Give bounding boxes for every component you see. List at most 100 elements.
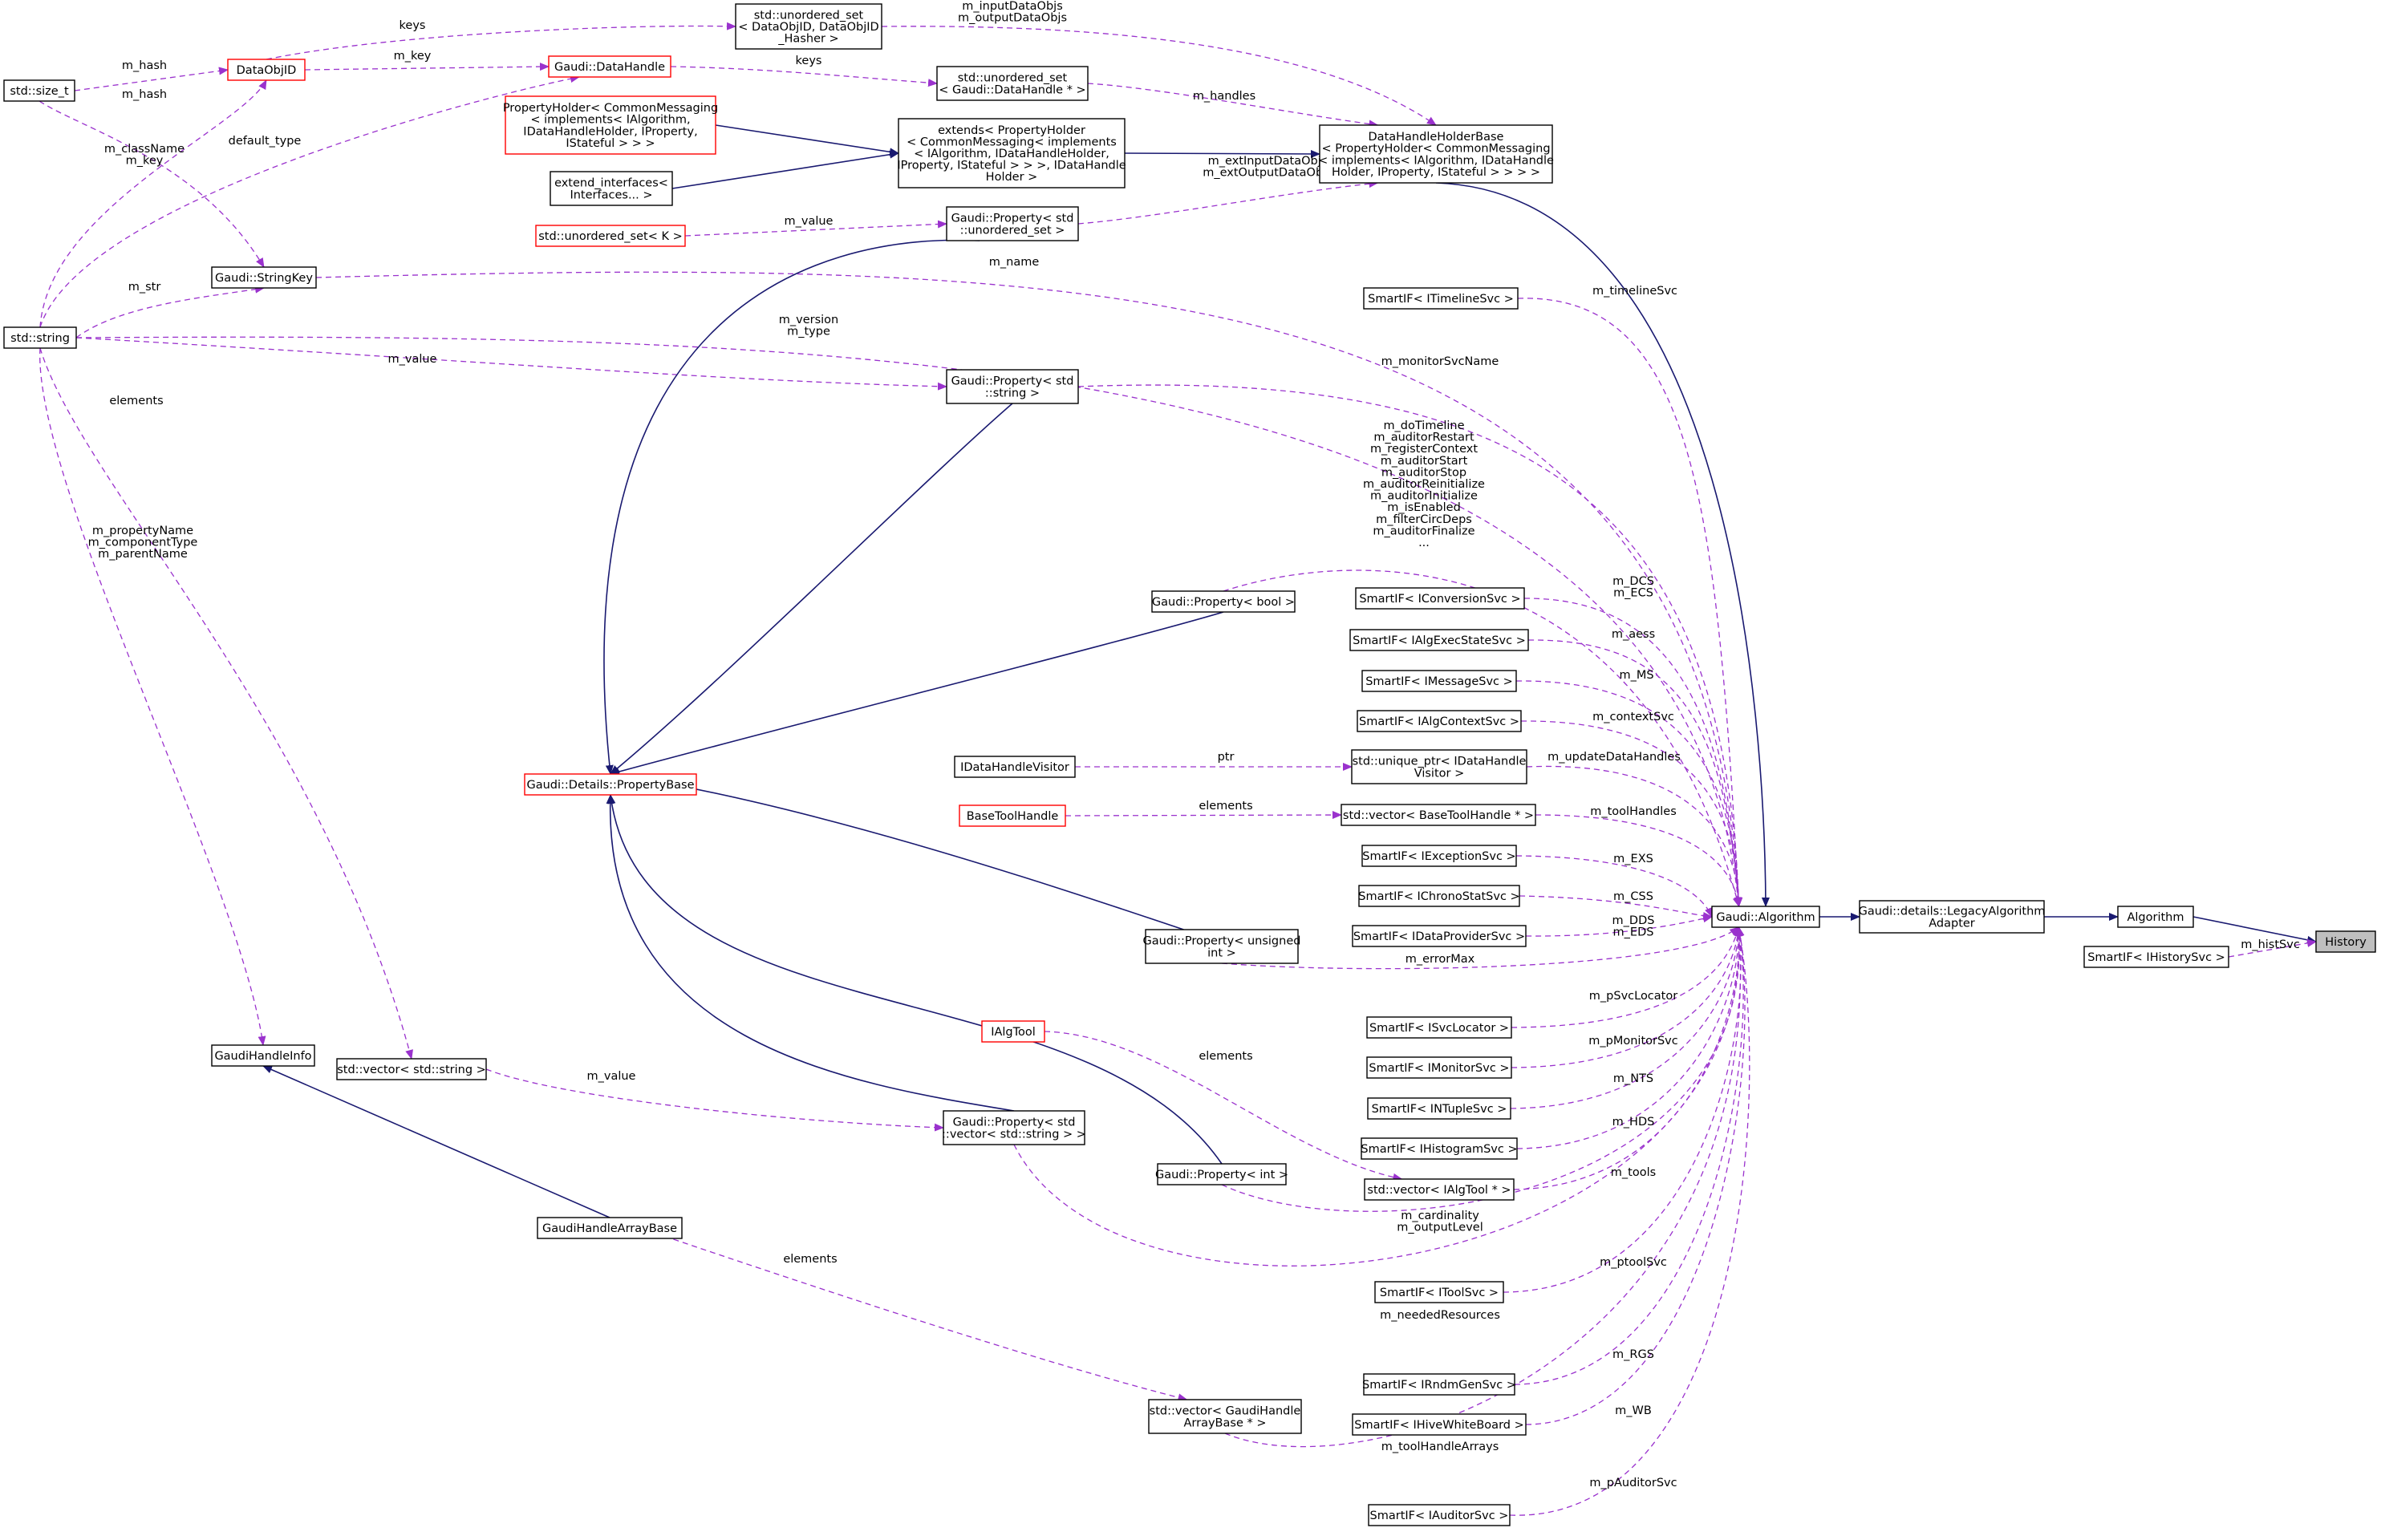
class-node-stringkey[interactable]: Gaudi::StringKey: [211, 266, 317, 289]
class-node-si_msg[interactable]: SmartIF< IMessageSvc >: [1361, 670, 1517, 692]
class-node-si_chrono[interactable]: SmartIF< IChronoStatSvc >: [1358, 885, 1520, 907]
class-node-size_t[interactable]: std::size_t: [3, 79, 75, 102]
class-node-si_dp[interactable]: SmartIF< IDataProviderSvc >: [1352, 925, 1527, 947]
class-node-vec_string[interactable]: std::vector< std::string >: [336, 1058, 487, 1080]
class-node-idhvisitor[interactable]: IDataHandleVisitor: [954, 756, 1076, 778]
node-label-line: Algorithm: [2127, 911, 2184, 924]
node-label: Gaudi::DataHandle: [554, 61, 665, 74]
node-label-line: SmartIF< ITimelineSvc >: [1368, 293, 1514, 306]
class-node-algorithm[interactable]: Algorithm: [2117, 906, 2194, 928]
edge-label-line: m_value: [388, 353, 437, 366]
class-node-prop_string[interactable]: Gaudi::Property< std::string >: [946, 369, 1079, 404]
class-node-si_aes[interactable]: SmartIF< IAlgExecStateSvc >: [1349, 629, 1529, 651]
class-node-extiface[interactable]: extend_interfaces<Interfaces... >: [550, 171, 673, 206]
node-label: Gaudi::Property< int >: [1155, 1169, 1288, 1181]
edge-size_t-to-stringkey: [39, 100, 265, 268]
node-label-line: std::vector< BaseToolHandle * >: [1343, 809, 1534, 822]
node-label-line: std::string: [10, 332, 70, 345]
class-node-dataobjid[interactable]: DataObjID: [227, 59, 306, 81]
class-node-si_mon[interactable]: SmartIF< IMonitorSvc >: [1366, 1056, 1512, 1079]
edge-label: m_MS: [1619, 669, 1653, 682]
node-label-line: SmartIF< IRndmGenSvc >: [1362, 1379, 1516, 1392]
class-node-vec_ialgtool[interactable]: std::vector< IAlgTool * >: [1364, 1178, 1515, 1201]
node-label-line: Gaudi::Property< bool >: [1152, 596, 1295, 609]
edge-prop_int-to-gaudialg: [1221, 926, 1744, 1212]
edge-si_chrono-to-gaudialg: [1519, 895, 1713, 921]
class-node-prop_uset[interactable]: Gaudi::Property< std::unordered_set >: [946, 206, 1079, 241]
node-label: SmartIF< IHistogramSvc >: [1361, 1143, 1517, 1156]
edge-label: m_aess: [1612, 628, 1655, 641]
class-node-si_histo[interactable]: SmartIF< IHistogramSvc >: [1361, 1137, 1518, 1160]
class-node-prop_int[interactable]: Gaudi::Property< int >: [1155, 1163, 1288, 1185]
edge-si_mon-to-gaudialg: [1511, 926, 1742, 1068]
class-node-si_ctx[interactable]: SmartIF< IAlgContextSvc >: [1357, 710, 1522, 732]
class-node-history[interactable]: History: [2315, 930, 2376, 953]
node-label: Gaudi::Details::PropertyBase: [526, 779, 694, 792]
class-node-std_string[interactable]: std::string: [3, 326, 77, 349]
class-node-uset_dh[interactable]: std::unordered_set< Gaudi::DataHandle * …: [936, 66, 1089, 101]
edge-label-line: m_isEnabled: [1387, 501, 1461, 514]
edge-label-line: m_contextSvc: [1592, 711, 1674, 723]
class-node-gaudialg[interactable]: Gaudi::Algorithm: [1711, 906, 1820, 928]
class-node-vec_bth[interactable]: std::vector< BaseToolHandle * >: [1341, 804, 1536, 826]
node-box: [936, 66, 1089, 101]
class-node-prop_bool[interactable]: Gaudi::Property< bool >: [1151, 590, 1296, 613]
edge-si_dp-to-gaudialg: [1525, 914, 1713, 937]
class-node-uset_k[interactable]: std::unordered_set< K >: [535, 225, 686, 247]
edge-label-line: m_hash: [122, 88, 167, 101]
node-label: Algorithm: [2127, 911, 2184, 924]
node-label-line: Holder >: [986, 171, 1038, 184]
node-box: [548, 55, 671, 78]
class-node-dhholder[interactable]: DataHandleHolderBase< PropertyHolder< Co…: [1318, 124, 1554, 184]
class-node-si_hwb[interactable]: SmartIF< IHiveWhiteBoard >: [1352, 1413, 1527, 1436]
class-node-si_tool[interactable]: SmartIF< IToolSvc >: [1374, 1281, 1504, 1303]
class-node-si_rndm[interactable]: SmartIF< IRndmGenSvc >: [1362, 1373, 1516, 1396]
class-node-si_svcloc[interactable]: SmartIF< ISvcLocator >: [1366, 1016, 1512, 1039]
class-node-si_exc[interactable]: SmartIF< IExceptionSvc >: [1361, 845, 1517, 867]
class-node-ghab[interactable]: GaudiHandleArrayBase: [537, 1217, 683, 1239]
class-node-extends[interactable]: extends< PropertyHolder< CommonMessaging…: [897, 118, 1126, 188]
edge-label-line: m_cardinality: [1401, 1210, 1479, 1222]
class-node-si_ntuple[interactable]: SmartIF< INTupleSvc >: [1367, 1097, 1511, 1120]
node-label-line: IProperty, IStateful > > >, IDataHandle: [897, 160, 1126, 172]
class-node-basetoolhandle[interactable]: BaseToolHandle: [959, 804, 1066, 827]
edge-label-line: m_histSvc: [2241, 938, 2300, 951]
class-node-gaudihandleinfo[interactable]: GaudiHandleInfo: [211, 1044, 315, 1067]
edge-extends-to-dhholder: [1124, 149, 1320, 158]
class-node-ialgtool[interactable]: IAlgTool: [981, 1020, 1045, 1043]
edge-extiface-to-extends: [671, 150, 899, 189]
node-box: [550, 171, 673, 206]
node-box: [1859, 900, 2045, 934]
edge-label-line: keys: [400, 19, 426, 32]
node-label: SmartIF< IConversionSvc >: [1359, 593, 1520, 606]
edge-label-line: m_doTimeline: [1383, 419, 1464, 432]
edge-std_string-to-gaudialg: [75, 336, 1742, 907]
edge-label: m_timelineSvc: [1592, 285, 1677, 298]
edge-label-line: m_ECS: [1613, 587, 1653, 600]
class-node-si_timeline[interactable]: SmartIF< ITimelineSvc >: [1363, 287, 1519, 310]
node-label: extends< PropertyHolder< CommonMessaging…: [897, 124, 1126, 184]
node-box: [1361, 670, 1517, 692]
edge-si_exc-to-gaudialg: [1515, 855, 1713, 918]
node-label-line: Gaudi::Property< int >: [1155, 1169, 1288, 1181]
node-label: std::vector< BaseToolHandle * >: [1343, 809, 1534, 822]
node-label: std::unordered_set< Gaudi::DataHandle * …: [939, 72, 1085, 97]
edge-label: m_value: [587, 1070, 636, 1083]
edge-label-line: m_auditorRestart: [1373, 432, 1474, 444]
edge-label: m_contextSvc: [1592, 711, 1674, 723]
class-node-uset_hasher[interactable]: std::unordered_set< DataObjID, DataObjID…: [735, 3, 882, 50]
class-node-prop_vecstr[interactable]: Gaudi::Property< std::vector< std::strin…: [942, 1110, 1086, 1145]
class-node-gaudi_dh[interactable]: Gaudi::DataHandle: [548, 55, 671, 78]
class-node-smartif_hist[interactable]: SmartIF< IHistorySvc >: [2083, 946, 2229, 968]
class-node-si_conv[interactable]: SmartIF< IConversionSvc >: [1355, 587, 1525, 610]
class-node-propholder[interactable]: PropertyHolder< CommonMessaging< impleme…: [503, 95, 718, 155]
class-node-propbase[interactable]: Gaudi::Details::PropertyBase: [524, 773, 697, 796]
class-node-si_auditor[interactable]: SmartIF< IAuditorSvc >: [1368, 1504, 1511, 1526]
node-label-line: SmartIF< IDataProviderSvc >: [1353, 930, 1525, 943]
node-box: [1361, 845, 1517, 867]
